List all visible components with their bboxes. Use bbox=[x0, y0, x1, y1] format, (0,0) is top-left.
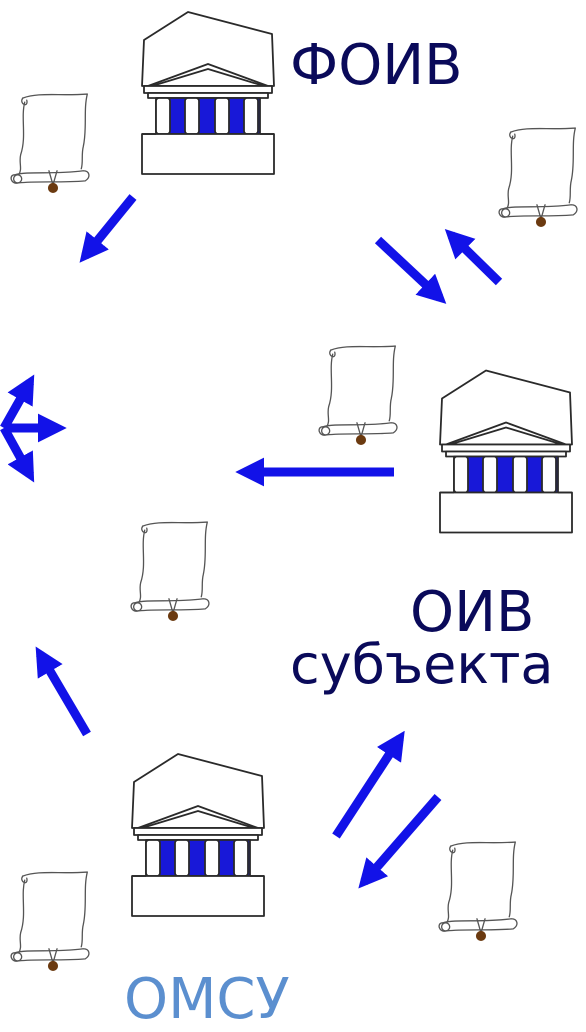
document-icon-4 bbox=[130, 521, 210, 622]
arrow-oiv-to-foiv bbox=[444, 228, 503, 286]
arrow-oiv-to-omsu bbox=[358, 794, 442, 889]
arrow-left-down bbox=[0, 425, 35, 483]
building-icon-oiv bbox=[439, 369, 573, 534]
building-icon-omsu bbox=[131, 753, 265, 917]
arrow-omsu-up bbox=[35, 646, 91, 737]
document-icon-3 bbox=[318, 345, 398, 446]
arrow-foiv-out bbox=[79, 194, 137, 263]
arrow-foiv-to-oiv bbox=[374, 236, 447, 304]
building-icon-foiv bbox=[141, 11, 275, 175]
label-oiv: ОИВ bbox=[410, 580, 535, 645]
label-omsu: ОМСУ bbox=[124, 967, 290, 1032]
document-icon-6 bbox=[438, 841, 518, 942]
arrow-omsu-to-oiv bbox=[332, 730, 405, 839]
document-icon-2 bbox=[498, 127, 578, 228]
label-oiv-subject: субъекта bbox=[290, 633, 554, 696]
document-icon-5 bbox=[10, 871, 90, 972]
document-icon-1 bbox=[10, 93, 90, 194]
arrow-left-up bbox=[0, 374, 35, 431]
label-foiv: ФОИВ bbox=[290, 33, 463, 98]
